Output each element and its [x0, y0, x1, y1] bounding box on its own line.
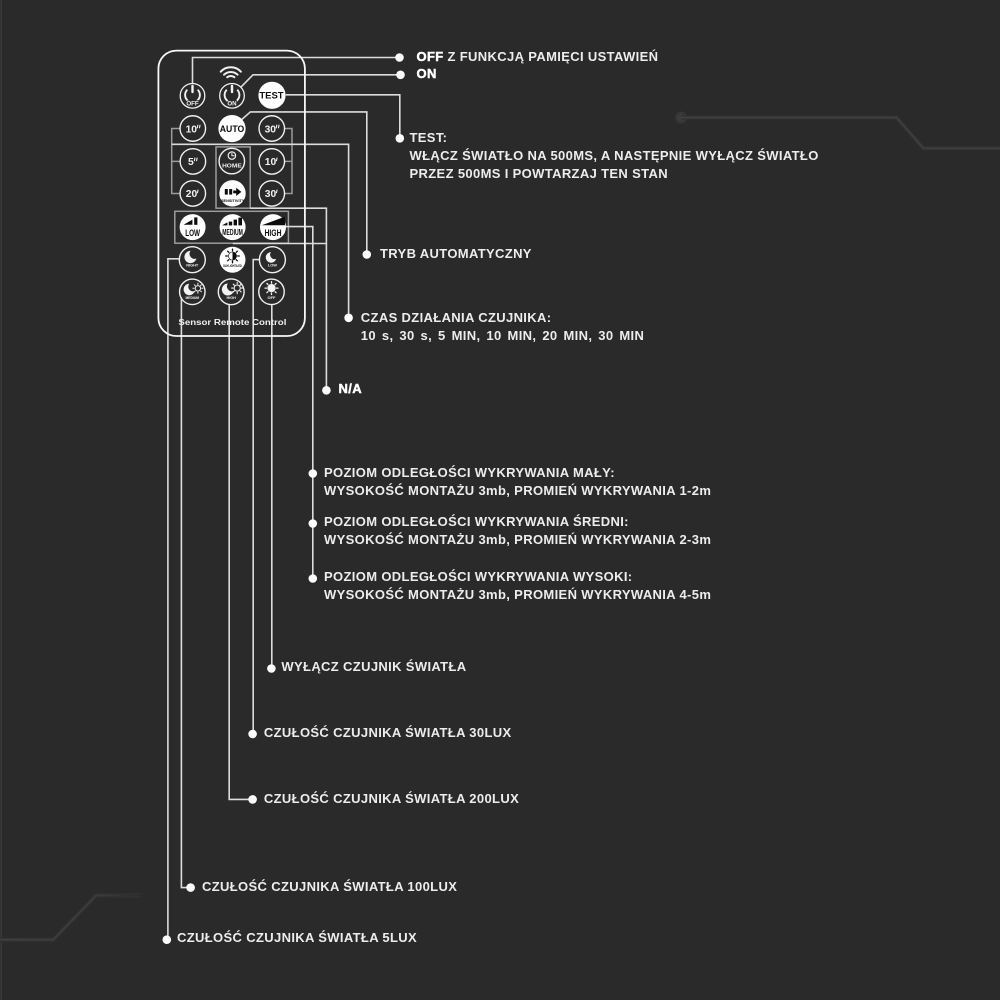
svg-text:MEDIUM: MEDIUM	[186, 296, 200, 300]
svg-text:OFF: OFF	[268, 296, 276, 300]
svg-text:MEDIUM: MEDIUM	[222, 227, 243, 237]
svg-text:AUTO: AUTO	[220, 124, 245, 134]
svg-text:5: 5	[188, 157, 194, 168]
svg-text:SENSITIVITY: SENSITIVITY	[221, 198, 245, 203]
svg-text:OFF: OFF	[186, 100, 199, 107]
svg-text:LOW: LOW	[268, 264, 278, 268]
svg-text:NIGHT: NIGHT	[186, 264, 199, 268]
svg-text:10: 10	[265, 157, 277, 168]
svg-text:30: 30	[265, 124, 277, 135]
svg-text:30: 30	[265, 189, 277, 200]
svg-text:Sensor Remote Control: Sensor Remote Control	[178, 317, 286, 327]
svg-text:HIGH: HIGH	[265, 228, 282, 239]
svg-text:TEST: TEST	[259, 91, 284, 101]
svg-text:DAYLIGHT/LED: DAYLIGHT/LED	[223, 264, 242, 268]
svg-text:HIGH: HIGH	[227, 296, 237, 300]
svg-text:LOW: LOW	[185, 228, 200, 239]
svg-text:ON: ON	[227, 100, 237, 107]
svg-text:20: 20	[186, 189, 198, 200]
svg-text:HOME: HOME	[222, 163, 242, 169]
svg-text:10: 10	[186, 124, 198, 135]
